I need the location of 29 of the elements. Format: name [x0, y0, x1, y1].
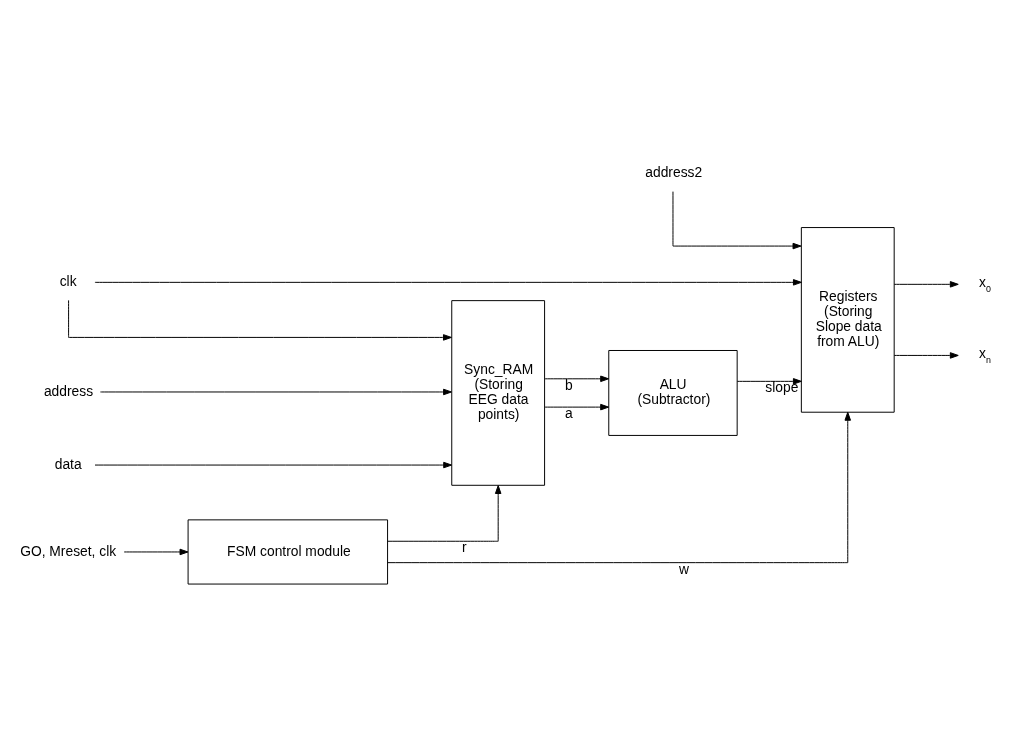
arrow	[94, 461, 453, 468]
node-text: GO, Mreset, clk	[20, 542, 117, 559]
node-text: address	[43, 382, 94, 399]
node-box: Sync_RAM (Storing EEG data points)	[451, 299, 546, 486]
node-text: address2	[645, 163, 703, 180]
arrow	[893, 280, 959, 288]
node-text: x$_{n}$	[979, 344, 991, 365]
arrow	[893, 351, 959, 359]
edge-label: slope	[765, 378, 799, 395]
arrow	[736, 377, 802, 385]
node-text: data	[54, 455, 82, 472]
arrow	[544, 375, 610, 382]
arrow	[387, 484, 502, 542]
arrow	[68, 299, 452, 341]
arrow	[123, 548, 189, 555]
edge-label: a	[564, 404, 573, 421]
edge-label: r	[461, 538, 467, 555]
node-text: x$_{0}$	[979, 273, 991, 294]
node-box: FSM control module	[187, 518, 389, 585]
node-box: ALU (Subtractor)	[608, 349, 738, 436]
arrow	[544, 403, 610, 410]
arrow	[672, 190, 802, 249]
arrow	[94, 278, 802, 286]
node-box: Registers (Storing Slope data from ALU)	[800, 226, 895, 413]
edge-label: b	[564, 376, 573, 393]
node-text: clk	[59, 272, 77, 289]
arrow	[387, 411, 852, 563]
edge-label: w	[679, 560, 689, 577]
arrow	[99, 388, 452, 395]
